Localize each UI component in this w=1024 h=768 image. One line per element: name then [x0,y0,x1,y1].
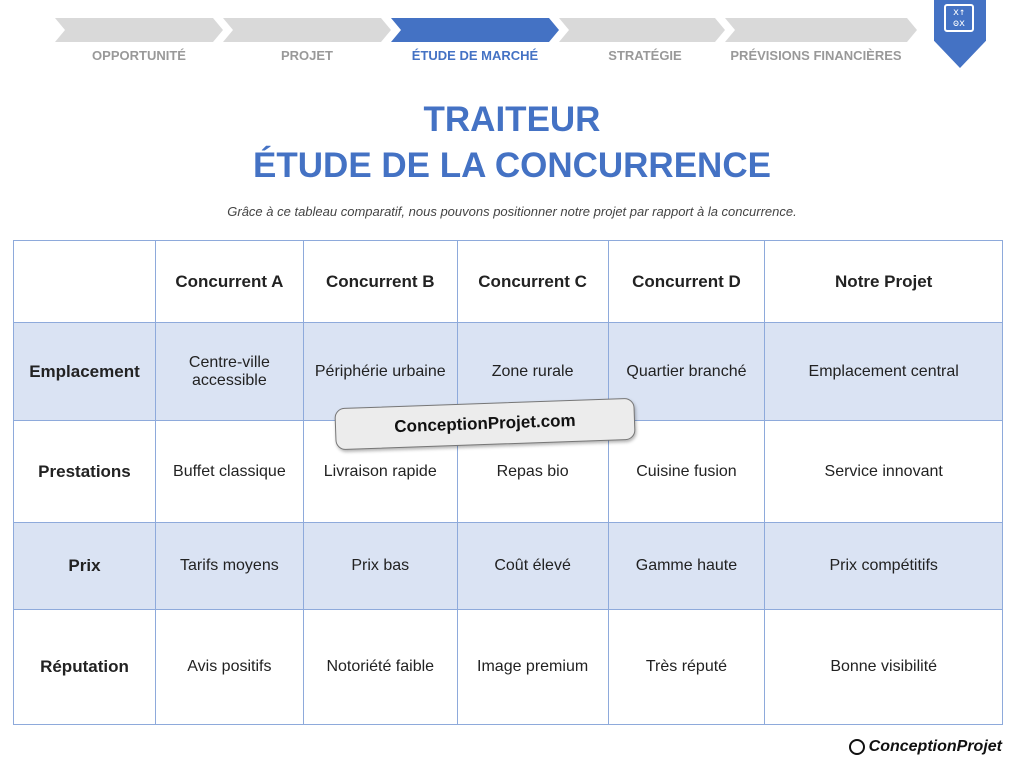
row-header: Réputation [13,609,156,725]
table-row: Prix Tarifs moyens Prix bas Coût élevé G… [13,522,1003,610]
table-cell: Notoriété faible [302,609,458,725]
header-cell: Concurrent B [302,240,458,323]
page-title: TRAITEUR [423,100,601,139]
table-cell: Buffet classique [154,420,304,523]
step-label[interactable]: STRATÉGIE [608,48,682,63]
table-cell: Prix compétitifs [764,522,1003,610]
table-cell: Centre-ville accessible [154,322,304,421]
header-row: Concurrent A Concurrent B Concurrent C C… [13,240,1003,323]
step-label-active[interactable]: ÉTUDE DE MARCHÉ [411,48,539,63]
logo-icon [848,739,865,755]
table-cell: Service innovant [764,420,1003,523]
table-cell: Bonne visibilité [764,609,1003,725]
table-cell: Périphérie urbaine [302,322,458,421]
header-cell: Notre Projet [764,240,1003,323]
step-opportunite[interactable] [55,18,223,42]
page-subtitle-title: ÉTUDE DE LA CONCURRENCE [253,146,771,185]
step-label[interactable]: OPPORTUNITÉ [92,48,186,63]
table-cell: Tarifs moyens [154,522,304,610]
row-header: Prix [13,522,156,610]
table-cell: Gamme haute [607,522,766,610]
table-cell: Prix bas [302,522,458,610]
step-label[interactable]: PRÉVISIONS FINANCIÈRES [730,48,902,63]
header-cell [13,240,156,323]
row-header: Emplacement [13,322,156,421]
step-label[interactable]: PROJET [280,48,333,63]
step-etude-de-marche[interactable] [391,18,559,42]
table-cell: Emplacement central [764,322,1003,421]
header-cell: Concurrent C [456,240,609,323]
table-cell: Très réputé [607,609,766,725]
header-cell: Concurrent A [154,240,304,323]
header-cell: Concurrent D [607,240,766,323]
step-previsions[interactable] [725,18,917,42]
row-header: Prestations [13,420,156,523]
description: Grâce à ce tableau comparatif, nous pouv… [227,204,797,219]
table-row: Réputation Avis positifs Notoriété faibl… [13,609,1003,725]
step-projet[interactable] [223,18,391,42]
logo-text: ConceptionProjet [868,738,1002,755]
brand-logo: ConceptionProjet [848,738,1002,756]
step-strategie[interactable] [559,18,725,42]
table-cell: Image premium [456,609,609,725]
table-cell: Avis positifs [154,609,304,725]
strategy-board-icon: x↑ʘx [944,4,974,32]
comparison-table: Concurrent A Concurrent B Concurrent C C… [13,240,1003,725]
progress-steps [55,18,925,42]
table-cell: Coût élevé [456,522,609,610]
